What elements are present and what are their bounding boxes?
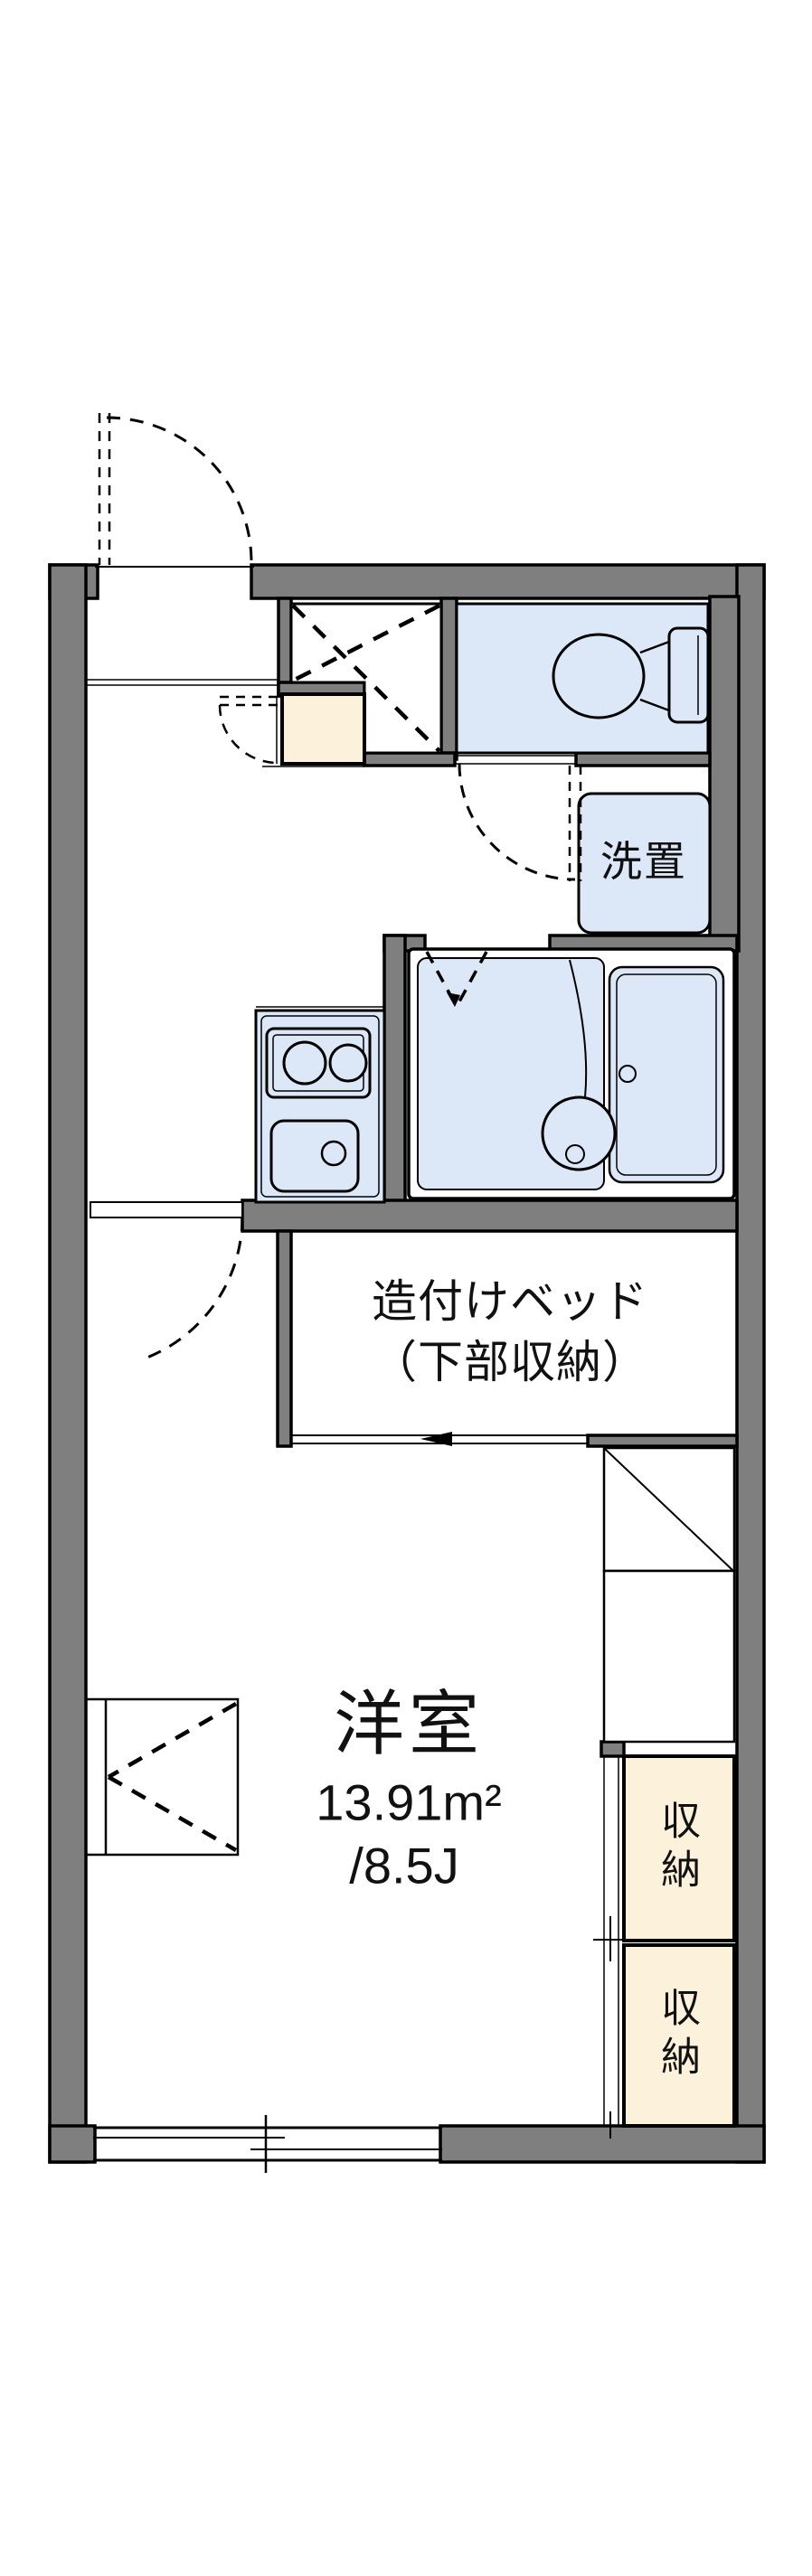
closet-cross-dashes bbox=[291, 603, 441, 753]
sliding-window bbox=[93, 2115, 442, 2173]
folding-door-arrow bbox=[447, 992, 460, 1007]
entrance-door bbox=[98, 413, 253, 565]
wall-toilet-bottom-right bbox=[574, 751, 712, 767]
wall-bottom-right bbox=[439, 2124, 766, 2164]
storage-areas bbox=[280, 692, 736, 2128]
toilet-door bbox=[458, 763, 582, 881]
wall-top-main bbox=[250, 563, 766, 600]
walls bbox=[48, 563, 766, 2164]
toilet-neck-lines bbox=[639, 640, 670, 712]
storage-upper-label: 収納 bbox=[655, 1800, 700, 1897]
wall-left bbox=[48, 563, 88, 2164]
bath-washbasin-drain bbox=[565, 1144, 585, 1164]
wall-bed-left bbox=[276, 1229, 293, 1448]
bath-washbasin bbox=[541, 1095, 617, 1171]
storage-upper-box bbox=[622, 1754, 736, 1942]
side-counter-diagonal bbox=[604, 1448, 733, 1571]
bathtub-drain bbox=[618, 1065, 637, 1083]
built-in-bed-sublabel: （下部収納） bbox=[372, 1336, 648, 1387]
toilet-door-arc bbox=[458, 763, 576, 881]
laundry-space-label: 洗置 bbox=[600, 837, 687, 885]
kitchen-sink-drain bbox=[320, 1140, 347, 1167]
storage-door-lines bbox=[603, 1756, 619, 2126]
toilet-tank bbox=[667, 626, 710, 724]
storage-lower-label: 収納 bbox=[655, 1987, 700, 2084]
room-area-sqm: 13.91m² bbox=[316, 1773, 502, 1831]
entrance-cabinet bbox=[280, 692, 366, 766]
bedroom-door-arc bbox=[144, 1217, 244, 1360]
wall-bottom-left bbox=[48, 2124, 97, 2164]
toilet-bowl bbox=[552, 633, 646, 719]
entrance-door-arc bbox=[106, 416, 253, 563]
storage-door-ticks bbox=[593, 1916, 635, 2139]
wall-closet-toilet-divider bbox=[439, 597, 458, 761]
wet-areas bbox=[254, 602, 725, 1204]
laundry-space-box bbox=[577, 792, 712, 935]
room-side-box-chevron bbox=[107, 1702, 238, 1852]
wall-right bbox=[735, 563, 766, 2164]
kitchen-counter-inner bbox=[260, 1015, 380, 1198]
genkan-step-line bbox=[86, 679, 279, 686]
toilet-doorway-threshold bbox=[455, 755, 576, 765]
wall-bed-bottom bbox=[586, 1434, 739, 1448]
bath-counter-curve bbox=[569, 959, 588, 1098]
storage-lower-box bbox=[622, 1943, 736, 2128]
bathtub bbox=[608, 965, 725, 1184]
line-work bbox=[86, 413, 733, 2173]
cabinet-face-lines bbox=[262, 696, 364, 767]
cabinet-door bbox=[218, 695, 279, 765]
western-room-label: 洋室 bbox=[333, 1684, 485, 1764]
cabinet-door-arc bbox=[218, 704, 279, 765]
stove-burner-left bbox=[282, 1040, 327, 1086]
bed-front-arrow bbox=[420, 1432, 452, 1446]
room-area-tatami: /8.5J bbox=[349, 1837, 459, 1894]
room-side-box bbox=[86, 1697, 240, 1857]
wall-toilet-bottom-left bbox=[363, 751, 457, 767]
kitchen-sink bbox=[269, 1119, 360, 1193]
wall-mid-partition bbox=[241, 1199, 739, 1233]
wall-right-inset bbox=[708, 595, 741, 953]
side-counter-lower bbox=[602, 1569, 736, 1744]
bathtub-inner bbox=[616, 973, 717, 1176]
bedroom-door-leaf bbox=[90, 1201, 243, 1218]
wall-storage-stub bbox=[600, 1740, 626, 1758]
built-in-bed-label: 造付けベッド bbox=[372, 1275, 648, 1327]
stove-burner-right bbox=[328, 1043, 368, 1083]
wall-kitchen-bath-divider bbox=[382, 934, 407, 1204]
